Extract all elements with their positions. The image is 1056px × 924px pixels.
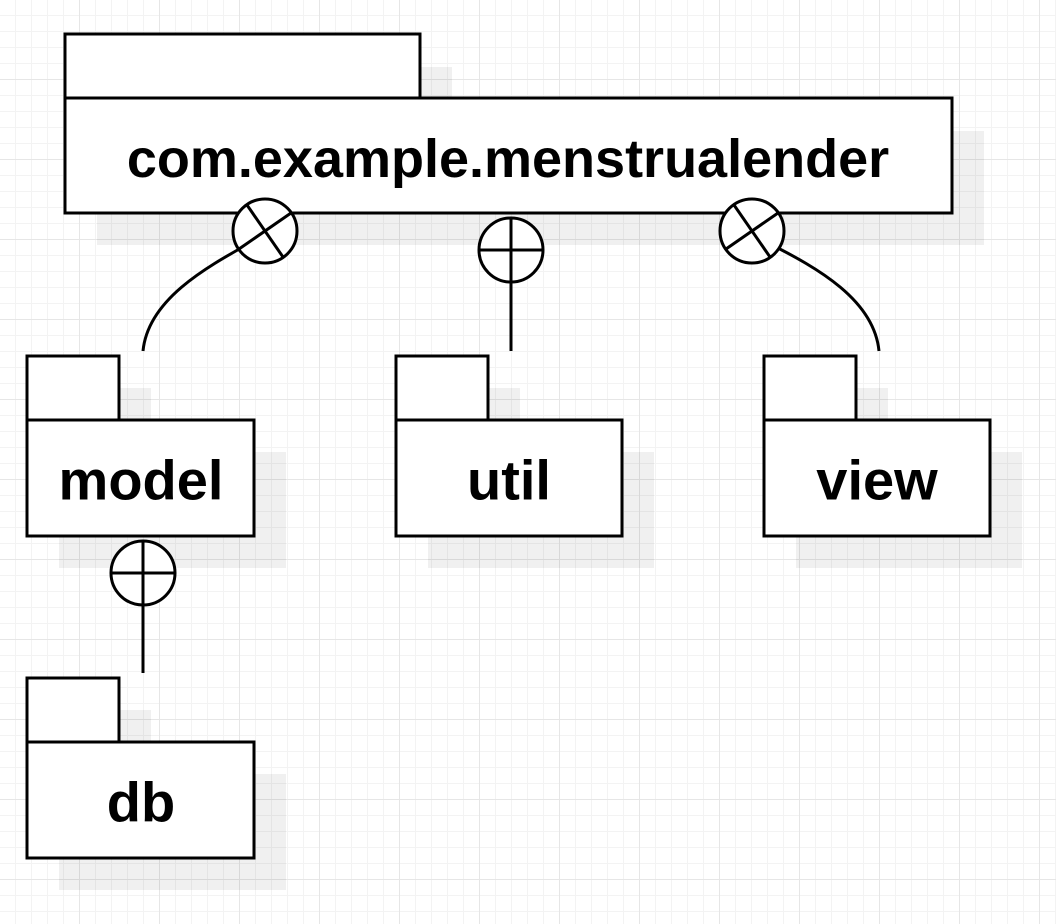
package-root-tab bbox=[63, 32, 422, 101]
package-model-tab bbox=[25, 354, 121, 424]
package-db-label: db bbox=[107, 771, 175, 834]
package-util-label: util bbox=[467, 449, 551, 512]
package-util[interactable]: util bbox=[394, 354, 654, 568]
package-db-tab bbox=[25, 676, 121, 746]
package-root-label: com.example.menstrualender bbox=[127, 129, 889, 189]
nesting-plus-icon bbox=[109, 539, 177, 607]
package-view-label: view bbox=[816, 449, 938, 512]
package-util-tab bbox=[394, 354, 490, 424]
nesting-x-icon bbox=[231, 197, 299, 265]
nesting-x-icon bbox=[718, 197, 786, 265]
nesting-plus-icon bbox=[477, 216, 545, 284]
package-model-body bbox=[25, 418, 256, 538]
package-root[interactable]: com.example.menstrualender bbox=[63, 32, 984, 245]
connector-root-model[interactable] bbox=[141, 197, 299, 352]
connector-model-db[interactable] bbox=[109, 539, 177, 673]
connector-root-view[interactable] bbox=[718, 197, 881, 352]
package-model-label: model bbox=[59, 449, 224, 512]
package-model[interactable]: model bbox=[25, 354, 286, 568]
package-view-tab bbox=[762, 354, 858, 424]
package-util-body bbox=[394, 418, 624, 538]
connector-root-util[interactable] bbox=[477, 216, 545, 351]
package-view-body bbox=[762, 418, 992, 538]
package-db-body bbox=[25, 740, 256, 860]
package-view[interactable]: view bbox=[762, 354, 1022, 568]
package-root-body bbox=[63, 96, 954, 215]
package-db[interactable]: db bbox=[25, 676, 286, 890]
